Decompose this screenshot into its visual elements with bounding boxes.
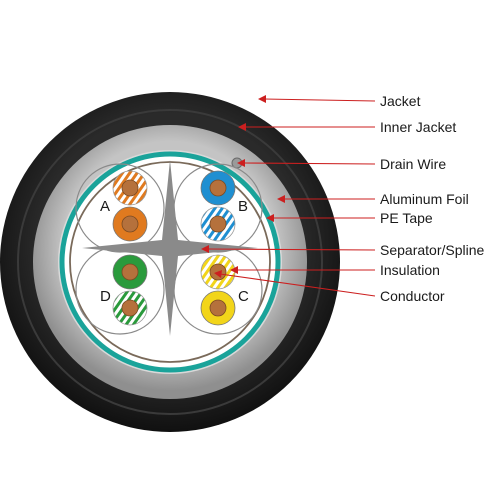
pair-letter-b: B	[238, 198, 248, 215]
leader-jacket	[263, 98, 376, 102]
conductors	[112, 170, 236, 326]
conductor-b-solid	[209, 179, 227, 197]
conductor-d-striped	[121, 299, 139, 317]
callout-leaders	[206, 98, 376, 297]
conductor-c-solid	[209, 299, 227, 317]
arrow-aluminum-foil	[277, 195, 285, 203]
label-insulation: Insulation	[380, 262, 440, 278]
arrow-conductor	[214, 270, 222, 278]
conductor-a-solid	[121, 215, 139, 233]
pair-outline-a	[75, 163, 165, 253]
conductor-b-striped	[209, 215, 227, 233]
arrow-jacket	[258, 95, 266, 103]
arrow-pe-tape	[266, 214, 274, 222]
callout-labels: Jacket Inner Jacket Drain Wire Aluminum …	[380, 93, 485, 304]
label-inner-jacket: Inner Jacket	[380, 119, 456, 135]
label-separator-spline: Separator/Spline	[380, 242, 485, 258]
label-drain-wire: Drain Wire	[380, 156, 446, 172]
leader-separator	[206, 248, 376, 251]
label-jacket: Jacket	[380, 93, 421, 109]
conductor-d-solid	[121, 263, 139, 281]
leader-drain-wire	[242, 162, 376, 165]
pair-letter-c: C	[238, 288, 249, 305]
arrow-drain-wire	[237, 159, 245, 167]
arrow-separator	[201, 245, 209, 253]
arrow-insulation	[230, 266, 238, 274]
jacket-ridge	[17, 109, 323, 415]
label-pe-tape: PE Tape	[380, 210, 433, 226]
label-conductor: Conductor	[380, 288, 445, 304]
pair-letters: A B C D	[100, 198, 249, 305]
arrow-inner-jacket	[238, 123, 246, 131]
callout-arrowheads	[201, 95, 285, 278]
pair-letter-d: D	[100, 288, 111, 305]
leader-conductor	[219, 273, 376, 297]
label-aluminum-foil: Aluminum Foil	[380, 191, 469, 207]
pair-letter-a: A	[100, 198, 110, 215]
separator-spline	[82, 160, 258, 336]
conductor-a-striped	[121, 179, 139, 197]
